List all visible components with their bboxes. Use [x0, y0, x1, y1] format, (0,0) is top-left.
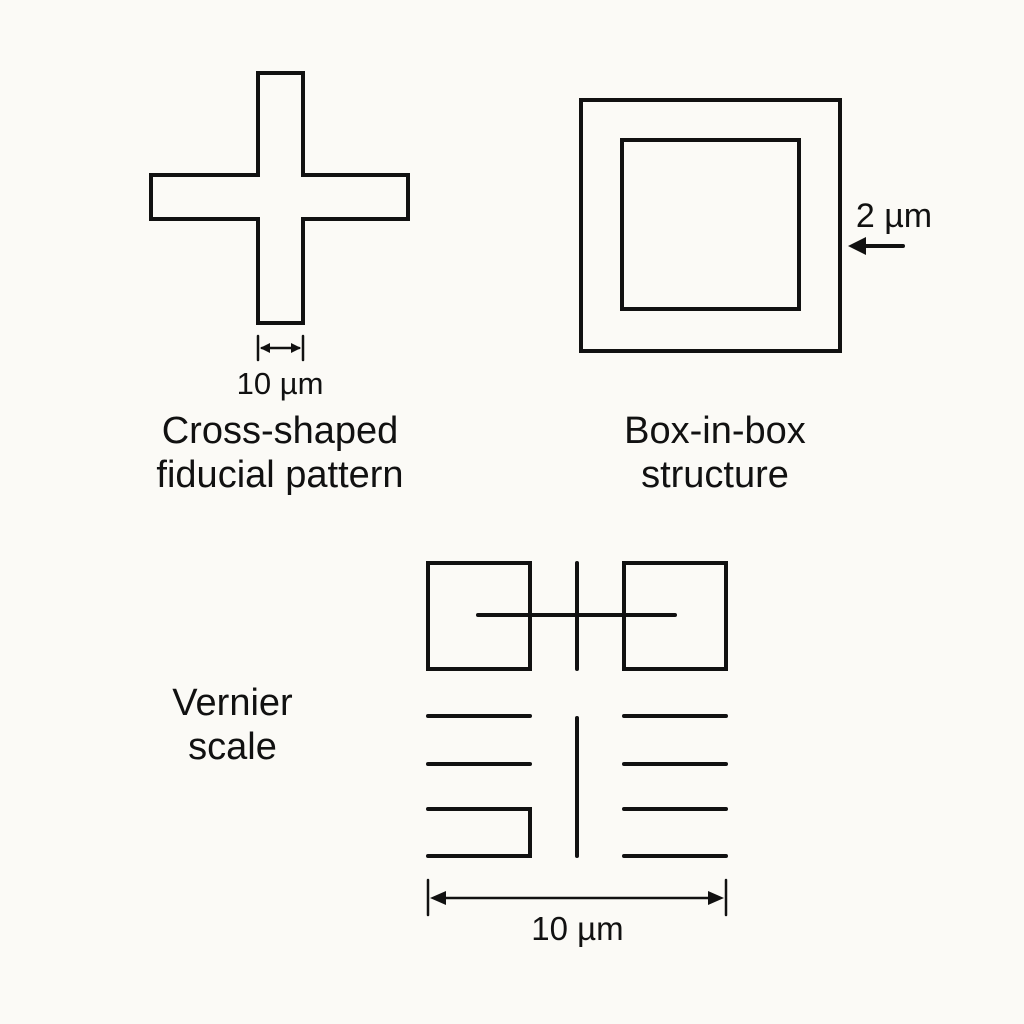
cross-dim-arrow-right [291, 343, 301, 353]
box-arrow-head [848, 237, 866, 255]
cross-caption-line-1: Cross-shaped [161, 410, 399, 452]
vernier-dimension-label: 10 µm [531, 910, 624, 947]
box-offset-arrow [848, 237, 905, 255]
cross-outline [149, 71, 410, 325]
cross-dimension-label: 10 µm [236, 366, 324, 401]
box-caption-line-2: structure [641, 453, 789, 496]
box-offset-label: 2 µm [855, 197, 933, 235]
vernier-scale [426, 561, 728, 917]
outer-box [579, 98, 842, 353]
vernier-caption-line-2: scale [188, 725, 277, 768]
cross-dim-arrow-left [260, 343, 270, 353]
vernier-caption-line-1: Vernier [172, 682, 293, 724]
vernier-dim-arrow-right [708, 891, 724, 905]
box-caption-line-1: Box-in-box [624, 410, 806, 452]
cross-caption-line-2: fiducial pattern [156, 453, 404, 496]
inner-box [620, 138, 801, 311]
vernier-dim-arrow-left [430, 891, 446, 905]
box-caption: Box-in-box structure [560, 410, 870, 497]
cross-width-dimension [256, 334, 305, 362]
box-in-box [579, 98, 905, 353]
vernier-width-dimension [426, 878, 728, 917]
vernier-caption: Vernier scale [130, 682, 335, 769]
cross-fiducial [149, 71, 410, 362]
vernier-left-bracket [426, 807, 532, 858]
cross-caption: Cross-shaped fiducial pattern [120, 410, 440, 497]
